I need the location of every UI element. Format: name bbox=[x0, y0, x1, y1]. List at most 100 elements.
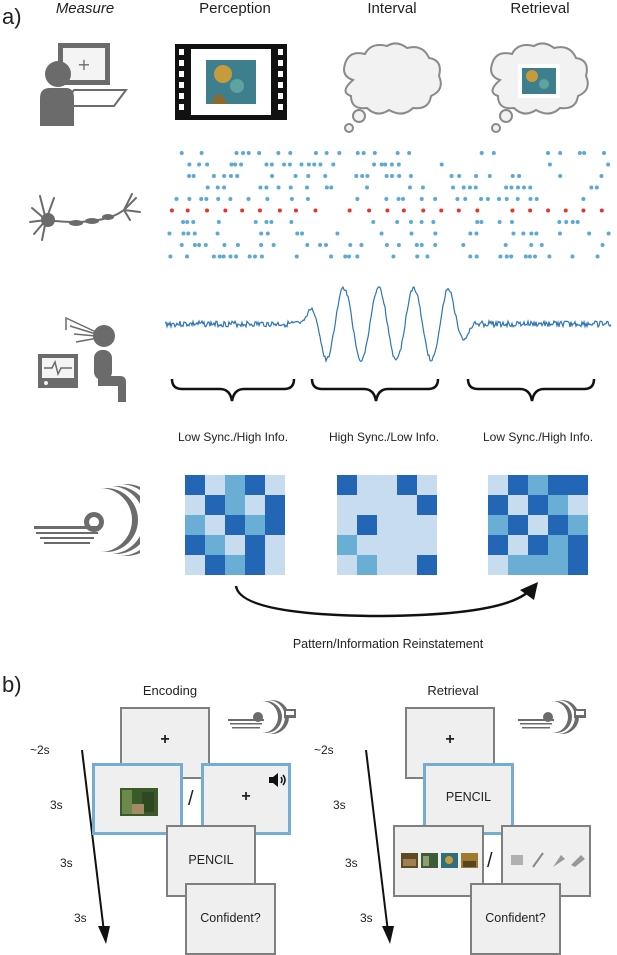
matrix-cell bbox=[528, 515, 548, 535]
spike-dot bbox=[318, 162, 323, 167]
spike-dot bbox=[240, 208, 245, 213]
spike-dot bbox=[558, 174, 563, 178]
matrix-cell bbox=[508, 475, 528, 495]
spike-dot bbox=[431, 220, 436, 224]
computer-user-icon: + bbox=[40, 43, 128, 126]
matrix-cell bbox=[508, 515, 528, 535]
spike-dot bbox=[407, 185, 412, 190]
retrieval-time-arrow bbox=[365, 749, 394, 944]
spike-dot bbox=[534, 231, 539, 236]
spike-dot bbox=[343, 254, 348, 259]
matrix-cell bbox=[568, 555, 588, 575]
spike-dot bbox=[564, 220, 569, 224]
matrix-cell bbox=[245, 555, 265, 575]
spike-dot bbox=[233, 162, 238, 167]
spike-dot bbox=[179, 151, 184, 155]
speaker-icon bbox=[269, 773, 286, 787]
spike-dot bbox=[247, 254, 252, 259]
spike-dot bbox=[479, 197, 484, 201]
spike-dot bbox=[235, 174, 240, 178]
fixation-cross: + bbox=[445, 731, 455, 748]
spike-dot bbox=[521, 185, 526, 190]
matrix-cell bbox=[225, 475, 245, 495]
spike-dot bbox=[384, 197, 389, 201]
spike-dot bbox=[277, 208, 282, 213]
matrix-cell bbox=[337, 495, 357, 515]
state-label-interval: High Sync./Low Info. bbox=[328, 430, 440, 444]
spike-dot bbox=[409, 231, 414, 236]
matrix-cell bbox=[548, 555, 568, 575]
matrix-cell bbox=[357, 495, 377, 515]
matrix-cell bbox=[265, 475, 285, 495]
spike-dot bbox=[456, 208, 461, 213]
encoding-sound-card: + bbox=[201, 763, 291, 835]
spike-dot bbox=[546, 208, 551, 213]
state-label-retrieval: Low Sync./High Info. bbox=[482, 430, 594, 444]
spike-dot bbox=[577, 151, 582, 155]
spike-dot bbox=[479, 151, 484, 155]
spike-dot bbox=[223, 208, 228, 213]
spike-dot bbox=[199, 151, 204, 155]
matrix-cell bbox=[548, 535, 568, 555]
spike-dot bbox=[558, 151, 563, 155]
retrieval-time-confidence: 3s bbox=[360, 911, 373, 925]
spike-dot bbox=[575, 220, 580, 224]
spike-dot bbox=[299, 162, 304, 167]
matrix-cell bbox=[185, 515, 205, 535]
spike-dot bbox=[581, 197, 586, 201]
spike-dot bbox=[259, 243, 264, 247]
spike-dot bbox=[557, 231, 562, 236]
spike-dot bbox=[305, 197, 310, 201]
spike-dot bbox=[221, 254, 226, 259]
spike-dot bbox=[259, 231, 264, 236]
spike-dot bbox=[468, 254, 473, 259]
spike-dot bbox=[269, 162, 274, 167]
spike-dot bbox=[485, 197, 490, 201]
thought-cloud-retrieval-icon bbox=[490, 42, 589, 133]
spike-dot bbox=[174, 197, 179, 201]
matrix-cell bbox=[377, 495, 397, 515]
matrix-cell bbox=[417, 535, 437, 555]
spike-dot bbox=[529, 231, 534, 236]
matrix-cell bbox=[357, 515, 377, 535]
spike-dot bbox=[257, 208, 262, 213]
spike-dot bbox=[234, 254, 239, 259]
spike-dot bbox=[228, 197, 233, 201]
spike-dot bbox=[313, 208, 318, 213]
spike-dot bbox=[475, 208, 480, 213]
spike-dot bbox=[168, 254, 173, 259]
spike-dot bbox=[324, 151, 329, 155]
spike-dot bbox=[270, 174, 275, 178]
spike-dot bbox=[515, 185, 520, 190]
spike-dot bbox=[504, 197, 509, 201]
spike-dot bbox=[395, 151, 400, 155]
eeg-patient-icon bbox=[38, 316, 126, 402]
confidence-prompt: Confident? bbox=[485, 911, 546, 925]
matrix-cell bbox=[265, 535, 285, 555]
spike-dot bbox=[415, 254, 420, 259]
spike-dot bbox=[601, 151, 606, 155]
matrix-cell bbox=[488, 475, 508, 495]
spike-dot bbox=[527, 254, 532, 259]
spike-dot bbox=[295, 231, 300, 236]
measure-heading: Measure bbox=[55, 0, 115, 17]
matrix-cell bbox=[225, 555, 245, 575]
encoding-time-stimulus: 3s bbox=[50, 798, 63, 812]
matrix-cell bbox=[357, 475, 377, 495]
scanner-small-icon-retrieval bbox=[518, 700, 586, 734]
matrix-cell bbox=[377, 515, 397, 535]
fixation-cross: + bbox=[241, 788, 251, 805]
spike-dot bbox=[323, 243, 328, 247]
spike-dot bbox=[497, 220, 502, 224]
matrix-cell bbox=[245, 535, 265, 555]
spike-dot bbox=[305, 243, 310, 247]
matrix-cell bbox=[337, 515, 357, 535]
matrix-cell bbox=[185, 555, 205, 575]
spike-dot bbox=[271, 243, 276, 247]
spike-dot bbox=[329, 185, 334, 190]
spike-dot bbox=[582, 151, 587, 155]
encoding-time-word: 3s bbox=[60, 856, 73, 870]
pattern-matrix-retrieval bbox=[488, 475, 588, 575]
spike-dot bbox=[397, 174, 402, 178]
spike-dot bbox=[504, 185, 509, 190]
